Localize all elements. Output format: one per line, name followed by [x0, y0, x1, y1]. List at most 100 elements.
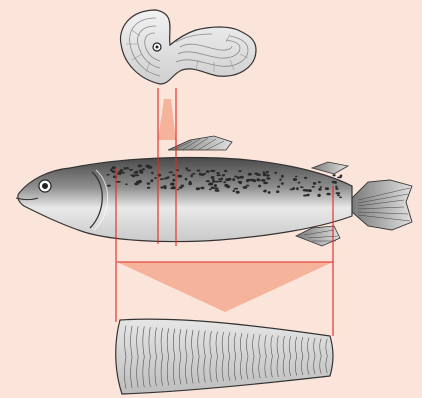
adipose-fin — [312, 162, 348, 174]
fish-spot — [332, 181, 337, 184]
fish-spot — [266, 177, 270, 179]
fish-spot — [281, 182, 284, 185]
fish-spot — [234, 176, 237, 178]
fish-spot — [296, 187, 299, 190]
fish-spot — [215, 190, 220, 192]
fish-spot — [318, 181, 321, 183]
fish-spot — [216, 172, 220, 174]
fish-spot — [243, 186, 248, 189]
fish-spot — [206, 180, 210, 182]
fish-spot — [129, 169, 133, 171]
fish-spot — [263, 174, 267, 176]
fish-spot — [336, 192, 341, 194]
fish-spot — [337, 194, 340, 196]
fish-spot — [263, 173, 267, 175]
fillet-shape — [116, 319, 333, 394]
fish-spot — [120, 169, 124, 171]
fish-spot — [317, 194, 320, 197]
fish-spot — [295, 176, 298, 178]
steak-projection-cone — [158, 99, 176, 140]
fish-spot — [147, 187, 151, 189]
fish-spot — [253, 179, 257, 182]
fish-spot — [211, 176, 215, 179]
fish-spot — [147, 182, 151, 185]
fish-spot — [232, 178, 235, 181]
fish-spot — [335, 188, 338, 190]
fish-spot — [169, 171, 173, 173]
fish-spot — [200, 187, 204, 190]
fish-spot — [164, 186, 167, 189]
fish-spot — [281, 175, 284, 178]
fish-spot — [335, 186, 337, 188]
fish-spot — [139, 171, 143, 174]
fish-spot — [261, 179, 265, 182]
fish-spot — [213, 188, 217, 190]
fish-spot — [126, 167, 129, 169]
fish-spot — [333, 174, 336, 176]
fish-spot — [263, 190, 266, 192]
fish-spot — [160, 178, 164, 180]
fish-spot — [226, 185, 230, 188]
fish-spot — [298, 182, 301, 184]
fish-spot — [339, 197, 342, 199]
fish-spot — [185, 178, 188, 181]
fish-body — [18, 157, 352, 241]
fish-spot — [125, 183, 128, 185]
fish-spot — [107, 185, 111, 187]
fish-spot — [246, 179, 249, 182]
fish-spot — [172, 186, 176, 189]
fish-spot — [268, 191, 271, 194]
fish-spot — [134, 183, 139, 186]
fish-spot — [227, 178, 231, 181]
fish-spot — [185, 167, 188, 170]
fish-spot — [206, 170, 210, 173]
fish-spot — [151, 172, 153, 175]
fish-spot — [293, 178, 297, 181]
fish-spot — [196, 187, 200, 190]
fish-spot — [279, 179, 281, 181]
fish-spot — [190, 174, 193, 177]
fish-spot — [300, 186, 304, 188]
fish-spot — [116, 181, 121, 183]
fish-spot — [142, 168, 145, 170]
fish-spot — [320, 186, 323, 188]
fish-spot — [112, 171, 116, 173]
fish-spot — [150, 179, 153, 182]
fish-spot — [313, 182, 316, 185]
fish-spot — [312, 186, 315, 188]
fish-spot — [218, 178, 221, 180]
fillet-icon — [116, 319, 333, 394]
fillet-projection-band — [117, 262, 333, 312]
fish-spot — [188, 182, 192, 185]
fish-spot — [187, 170, 191, 172]
fish-spot — [304, 177, 307, 179]
fish-spot — [238, 170, 241, 172]
fish-spot — [122, 172, 125, 174]
fish-spot — [236, 191, 240, 194]
fish-spot — [218, 181, 222, 183]
fish-spot — [110, 169, 113, 171]
fish-spot — [306, 194, 309, 196]
fish-spot — [266, 171, 269, 174]
fish-spot — [325, 187, 329, 190]
fish-spot — [210, 170, 215, 172]
fish-spot — [197, 170, 201, 172]
fish-spot — [112, 166, 116, 169]
fish-spot — [274, 172, 277, 174]
fish-steak-icon — [120, 10, 256, 84]
fish-spot — [160, 186, 163, 188]
fish-spot — [177, 175, 182, 178]
fish-spot — [248, 173, 252, 176]
fish-spot — [135, 171, 139, 174]
fish-spot — [212, 180, 214, 183]
fish-spot — [326, 193, 330, 196]
fish-spot — [239, 176, 244, 179]
fish-spot — [256, 174, 261, 176]
fish-spot — [208, 184, 212, 186]
fish-spot — [224, 170, 227, 172]
fish-spot — [305, 189, 309, 192]
fish-icon — [16, 136, 412, 246]
fish-spot — [223, 181, 226, 183]
fish-spot — [263, 182, 268, 185]
